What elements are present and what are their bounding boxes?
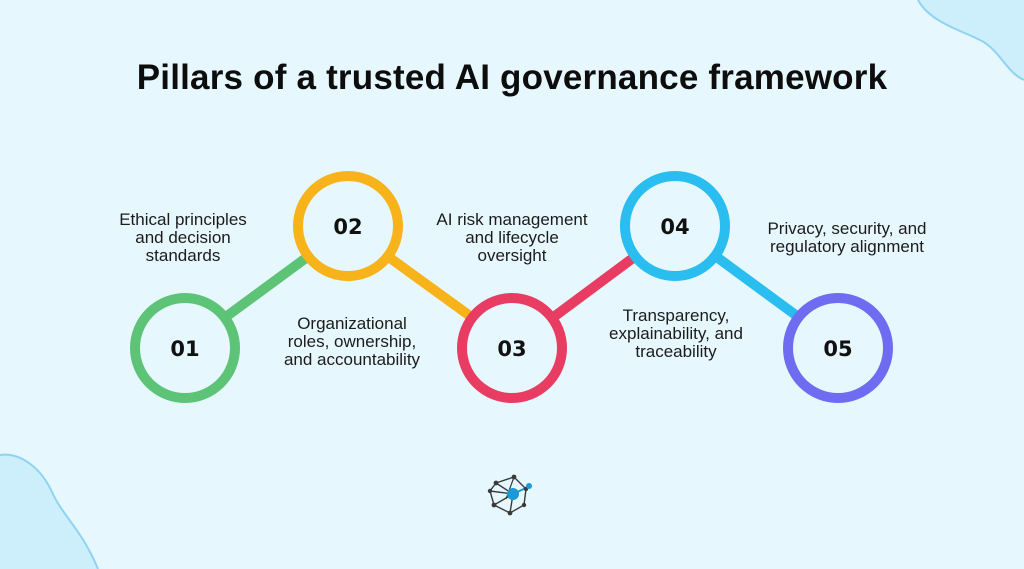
pillar-label-line: regulatory alignment	[769, 237, 925, 256]
pillar-label-line: traceability	[635, 342, 717, 361]
pillar-label-line: AI risk management	[436, 210, 588, 229]
pillar-node-05: 05	[783, 293, 893, 403]
connector-02-03	[387, 253, 473, 321]
pillar-node-01: 01	[130, 293, 240, 403]
pillar-label-line: and decision	[135, 228, 231, 247]
pillar-label-02: Organizational roles, ownership, and acc…	[262, 315, 442, 369]
pillar-label-01: Ethical principles and decision standard…	[100, 211, 266, 265]
pillar-label-line: Ethical principles	[119, 210, 247, 229]
pillar-node-03: 03	[457, 293, 567, 403]
pillar-number-01: 01	[170, 337, 199, 361]
pillar-node-04: 04	[620, 171, 730, 281]
page-title: Pillars of a trusted AI governance frame…	[136, 58, 888, 97]
pillar-node-02: 02	[293, 171, 403, 281]
pillar-label-04: Transparency, explainability, and tracea…	[588, 307, 764, 361]
pillar-number-02: 02	[333, 215, 362, 239]
bottom-left-blob	[0, 453, 99, 569]
top-right-blob	[917, 0, 1024, 81]
pillar-label-line: oversight	[477, 246, 547, 265]
pillar-number-05: 05	[823, 337, 852, 361]
pillar-label-line: standards	[145, 246, 221, 265]
pillar-label-line: and accountability	[283, 350, 421, 369]
pillar-label-line: roles, ownership,	[287, 332, 417, 351]
pillar-label-05: Privacy, security, and regulatory alignm…	[746, 220, 948, 256]
pillar-label-line: Organizational	[297, 314, 407, 333]
connector-lines	[224, 253, 800, 321]
network-logo-icon	[487, 474, 532, 516]
pillar-label-line: and lifecycle	[465, 228, 559, 247]
pillar-label-03: AI risk management and lifecycle oversig…	[418, 211, 606, 265]
pillar-label-line: explainability, and	[609, 324, 743, 343]
connector-04-05	[715, 253, 800, 321]
pillar-label-line: Privacy, security, and	[767, 219, 927, 238]
connector-01-02	[224, 253, 309, 321]
connector-03-04	[552, 253, 636, 321]
pillar-number-04: 04	[660, 215, 689, 239]
pillar-number-03: 03	[497, 337, 526, 361]
pillar-label-line: Transparency,	[622, 306, 730, 325]
